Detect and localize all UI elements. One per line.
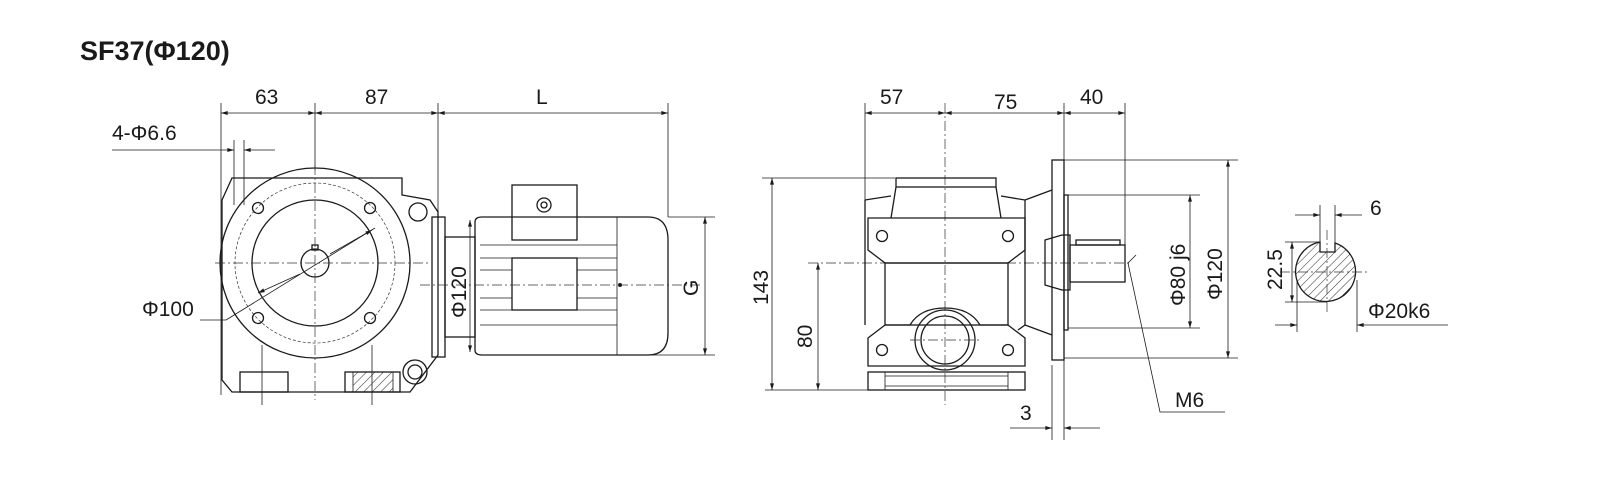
dim-40: 40: [1080, 86, 1103, 109]
motor-flange-dia: Φ120: [448, 266, 471, 318]
shaft-dia-label: Φ80 j6: [1167, 244, 1190, 306]
output-flange: [1051, 159, 1065, 361]
bolt-circle-label: Φ100: [142, 298, 194, 321]
dim-75: 75: [994, 91, 1017, 114]
key-width-label: 6: [1370, 197, 1382, 220]
dim-57: 57: [880, 86, 903, 109]
output-shaft: [1069, 244, 1126, 283]
motor-body: [474, 216, 669, 356]
dim-L: L: [536, 86, 548, 109]
side-view: 63 87 L 4-Φ6.6 Φ100: [112, 86, 715, 405]
dim-63: 63: [255, 86, 278, 109]
drawing-title: SF37(Φ120): [80, 36, 230, 66]
front-view: 57 75 40 143 80: [750, 86, 1238, 440]
key-height-label: 22.5: [1264, 249, 1287, 290]
dim-80: 80: [794, 325, 817, 348]
dim-G: G: [680, 280, 703, 296]
dim-143: 143: [750, 270, 773, 305]
flange-dia-label: Φ120: [1204, 248, 1227, 300]
shaft-section-dia-label: Φ20k6: [1368, 300, 1430, 323]
dim-3: 3: [1020, 402, 1032, 425]
thread-label: M6: [1175, 389, 1204, 412]
terminal-box: [511, 184, 578, 241]
dim-87: 87: [365, 86, 388, 109]
holes-label: 4-Φ6.6: [112, 122, 177, 145]
shaft-section: 6 22.5 Φ20k6: [1264, 197, 1448, 332]
